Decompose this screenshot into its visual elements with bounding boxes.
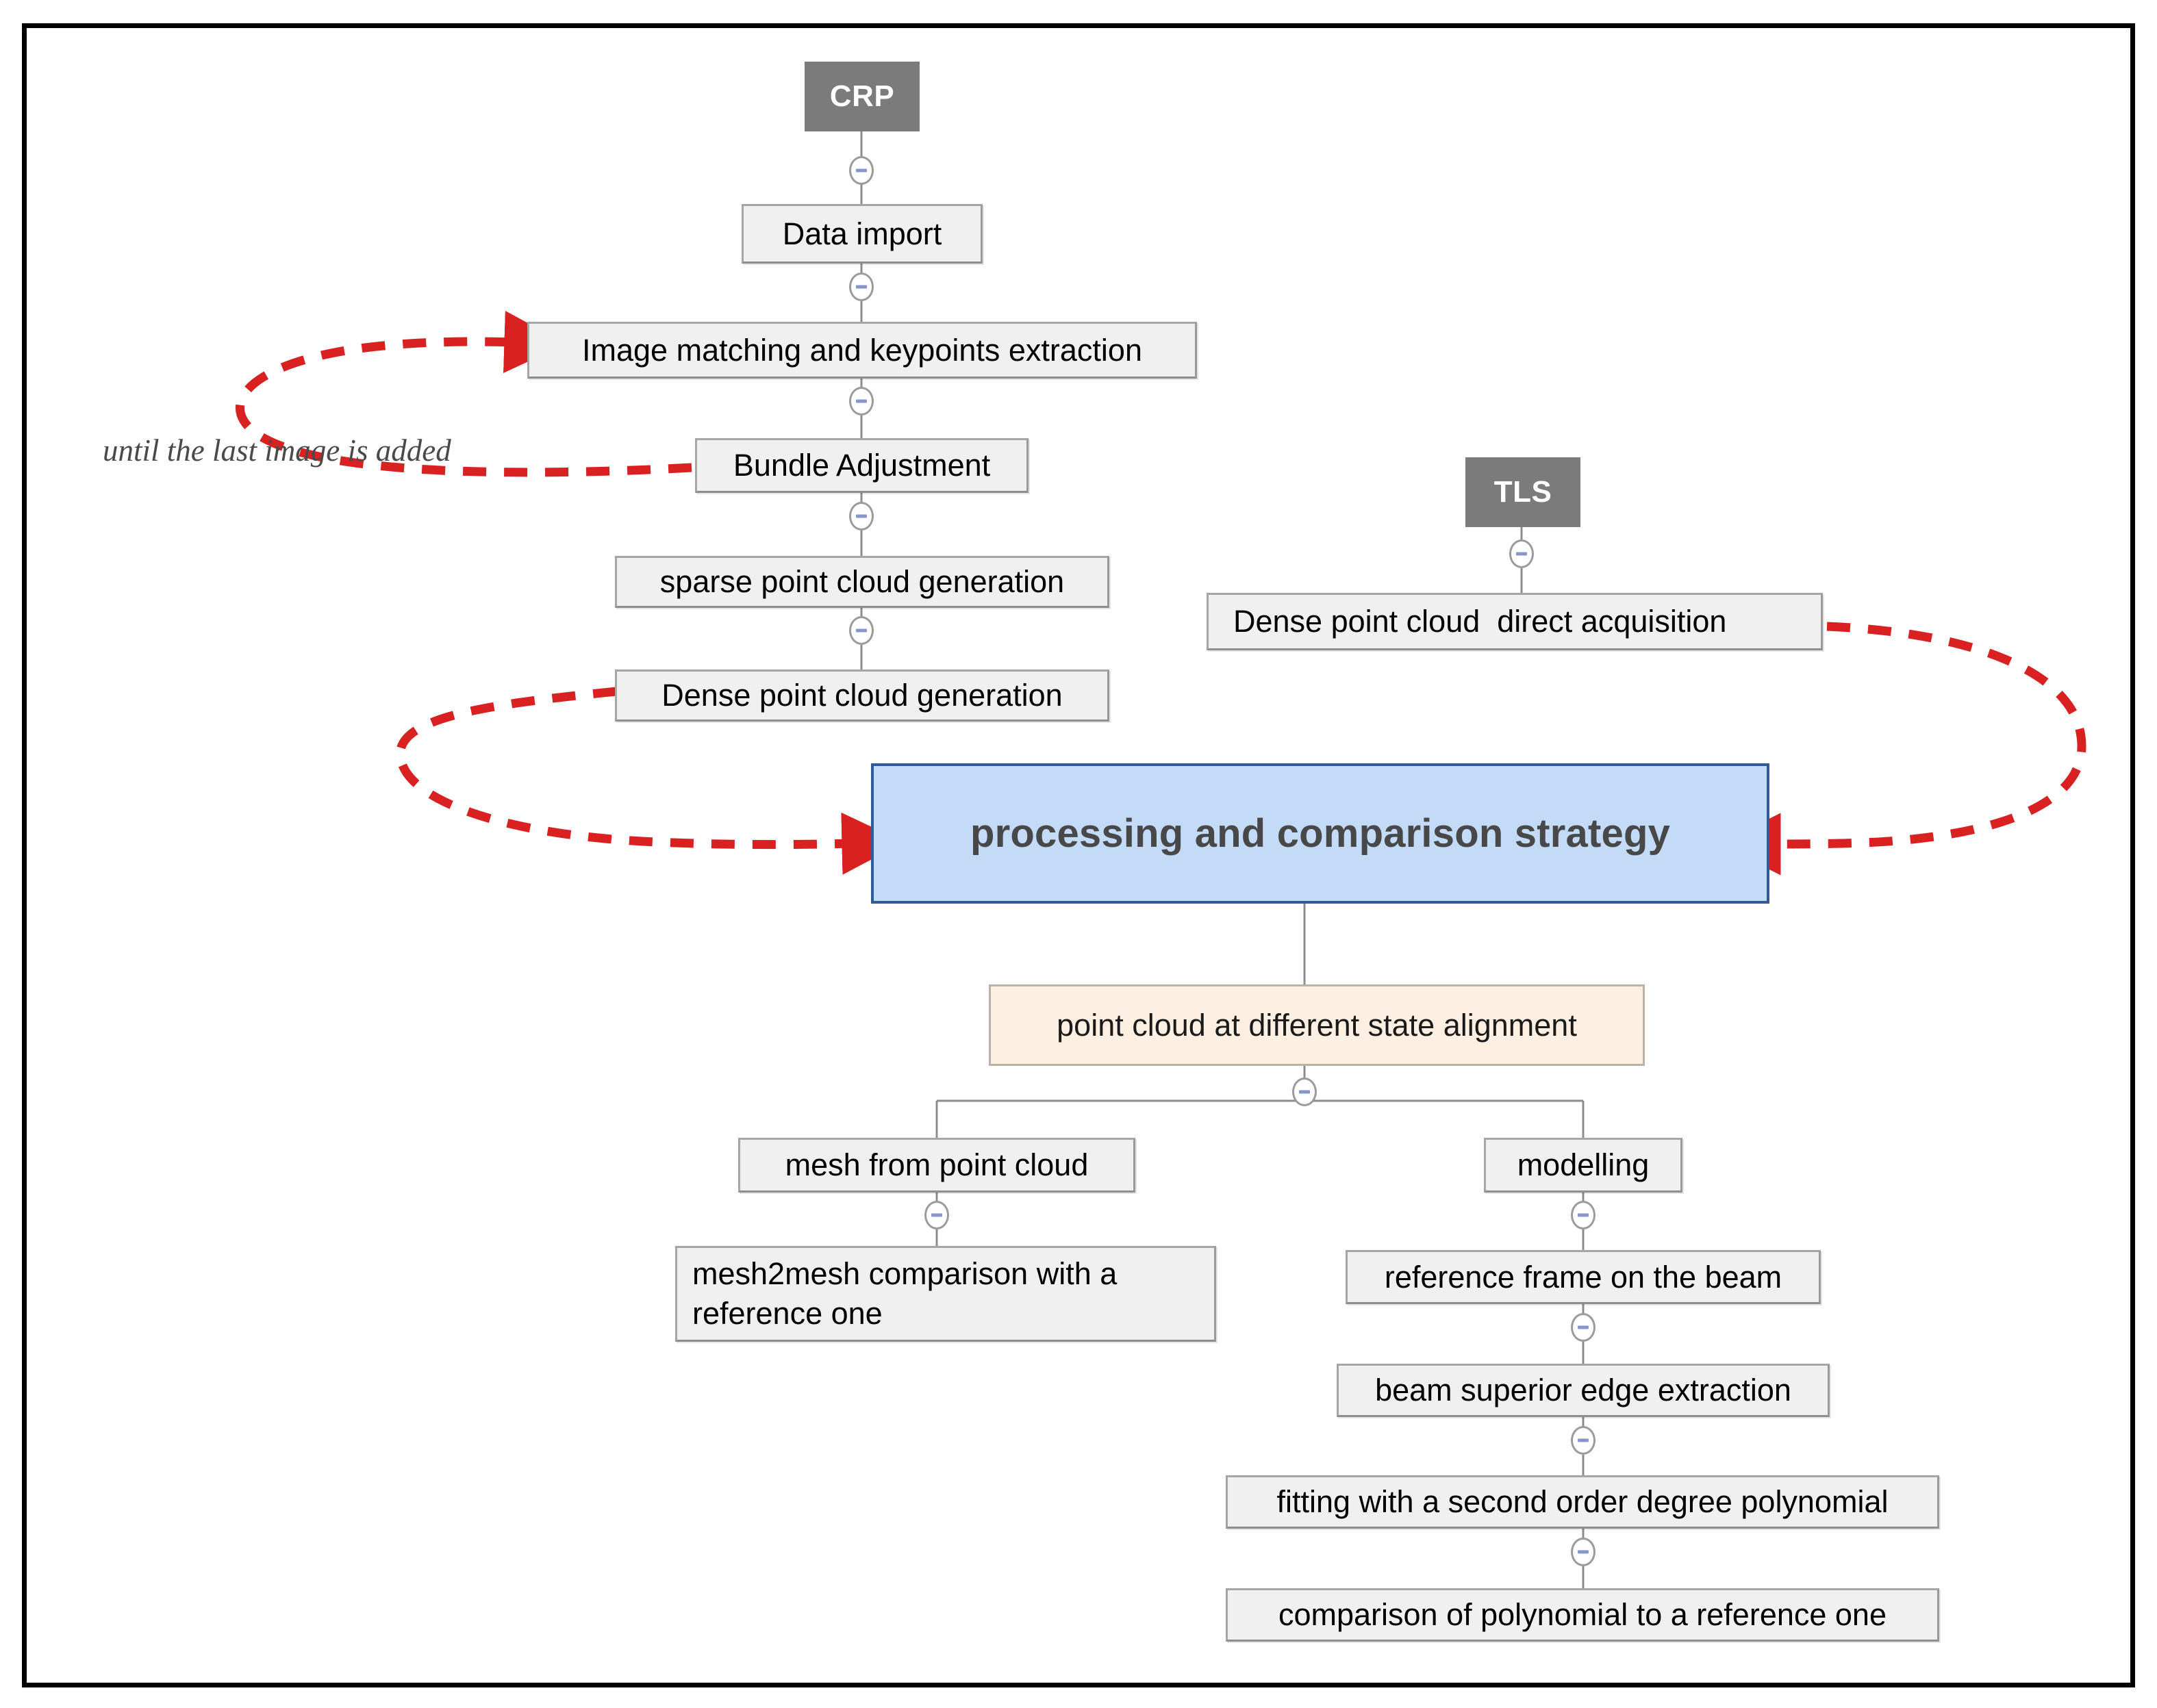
node-polynomial-comparison-label: comparison of polynomial to a reference … — [1278, 1597, 1887, 1632]
connector-bundle-sparse[interactable] — [849, 502, 874, 531]
node-data-import-label: Data import — [782, 216, 942, 251]
node-dense-direct-acquisition[interactable]: Dense point cloud direct acquisition — [1207, 593, 1823, 650]
node-bundle-adjustment[interactable]: Bundle Adjustment — [695, 438, 1029, 493]
node-dense-point-cloud-generation-label: Dense point cloud generation — [661, 678, 1063, 713]
node-modelling-label: modelling — [1517, 1147, 1650, 1182]
connector-dataimport-imagematching[interactable] — [849, 272, 874, 301]
node-point-cloud-alignment-label: point cloud at different state alignment — [1057, 1007, 1577, 1043]
node-mesh2mesh-comparison[interactable]: mesh2mesh comparison with a reference on… — [675, 1246, 1216, 1342]
node-dense-point-cloud-generation[interactable]: Dense point cloud generation — [615, 670, 1109, 722]
crp-header-label: CRP — [829, 79, 895, 113]
node-modelling[interactable]: modelling — [1484, 1138, 1682, 1193]
connector-imagematching-bundle[interactable] — [849, 387, 874, 416]
node-polynomial-fitting-label: fitting with a second order degree polyn… — [1276, 1484, 1889, 1519]
node-point-cloud-alignment[interactable]: point cloud at different state alignment — [989, 984, 1645, 1066]
connector-sparse-dense[interactable] — [849, 616, 874, 645]
connector-alignment-fork[interactable] — [1292, 1078, 1317, 1106]
node-beam-superior-edge[interactable]: beam superior edge extraction — [1337, 1364, 1830, 1417]
node-sparse-point-cloud-label: sparse point cloud generation — [659, 564, 1065, 599]
crp-header: CRP — [805, 62, 920, 131]
node-reference-frame-beam-label: reference frame on the beam — [1384, 1259, 1782, 1295]
node-processing-comparison-strategy[interactable]: processing and comparison strategy — [871, 763, 1769, 904]
node-sparse-point-cloud[interactable]: sparse point cloud generation — [615, 556, 1109, 608]
loop-caption-until-last-image: until the last image is added — [72, 397, 451, 504]
connector-fitting-comparison[interactable] — [1571, 1538, 1595, 1566]
node-polynomial-comparison[interactable]: comparison of polynomial to a reference … — [1226, 1588, 1939, 1642]
connector-refframe-beamedge[interactable] — [1571, 1313, 1595, 1342]
node-mesh2mesh-comparison-label: mesh2mesh comparison with a reference on… — [692, 1256, 1118, 1331]
tls-header-label: TLS — [1493, 475, 1552, 509]
node-data-import[interactable]: Data import — [742, 204, 983, 264]
connector-tls-denseacq[interactable] — [1509, 539, 1534, 568]
node-beam-superior-edge-label: beam superior edge extraction — [1375, 1373, 1791, 1407]
node-dense-direct-acquisition-label: Dense point cloud direct acquisition — [1233, 604, 1727, 639]
node-image-matching[interactable]: Image matching and keypoints extraction — [527, 322, 1197, 379]
node-polynomial-fitting[interactable]: fitting with a second order degree polyn… — [1226, 1475, 1939, 1529]
node-processing-comparison-strategy-label: processing and comparison strategy — [970, 811, 1671, 856]
connector-modelling-refframe[interactable] — [1571, 1201, 1595, 1229]
loop-caption-text: until the last image is added — [103, 433, 451, 468]
node-bundle-adjustment-label: Bundle Adjustment — [733, 448, 991, 483]
connector-mesh-mesh2mesh[interactable] — [924, 1201, 949, 1229]
tls-header: TLS — [1465, 457, 1580, 527]
node-image-matching-label: Image matching and keypoints extraction — [582, 332, 1142, 368]
connector-crp-dataimport[interactable] — [849, 156, 874, 185]
node-mesh-from-point-cloud-label: mesh from point cloud — [785, 1147, 1089, 1182]
node-mesh-from-point-cloud[interactable]: mesh from point cloud — [738, 1138, 1135, 1193]
connector-beamedge-fitting[interactable] — [1571, 1426, 1595, 1455]
node-reference-frame-beam[interactable]: reference frame on the beam — [1346, 1250, 1821, 1304]
diagram-frame — [22, 23, 2135, 1687]
